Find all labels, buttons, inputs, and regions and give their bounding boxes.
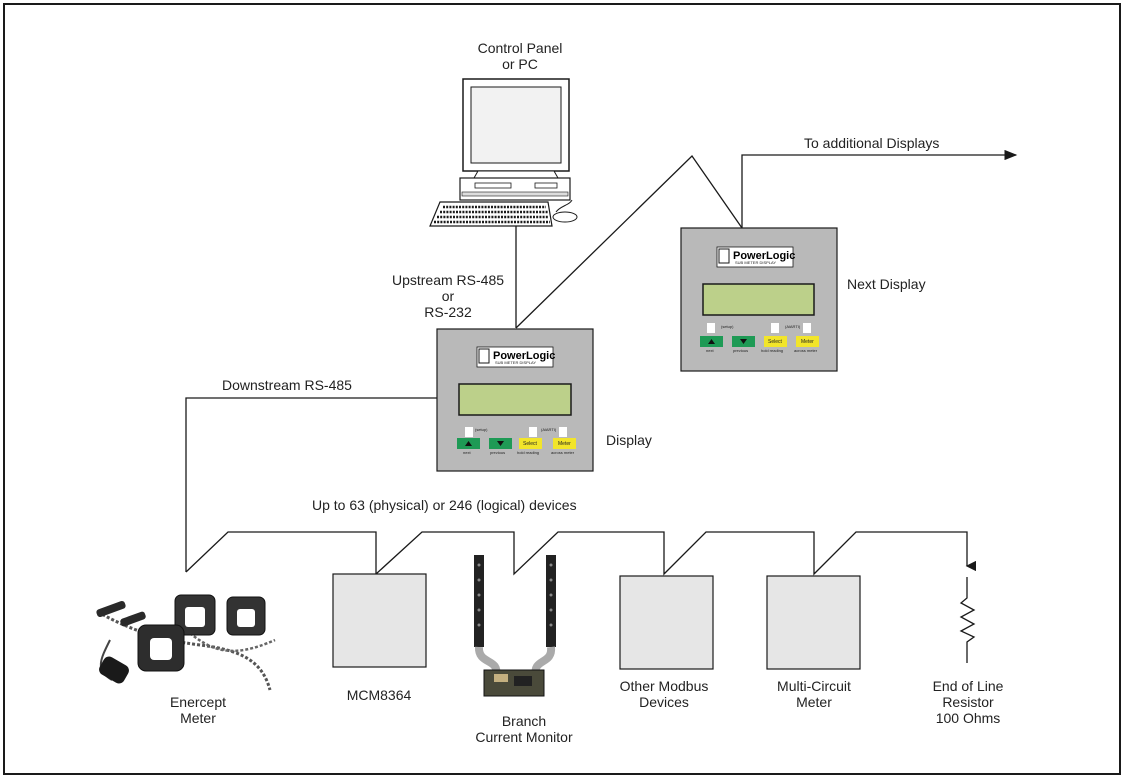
previous-caption: previous [490,450,505,455]
downstream-label: Downstream RS-485 [222,377,352,393]
eol-line2: Resistor [942,694,994,710]
device-bus-wire [185,531,977,576]
next-hold-caption: hold reading [761,348,783,353]
next-alarm-label: (AlARTI) [785,324,801,329]
enercept-line2: Meter [180,710,216,726]
next-next-caption: next [706,348,714,353]
eol-line3: 100 Ohms [935,710,1001,726]
next-caption: next [463,450,471,455]
other-line2: Devices [639,694,689,710]
next-select-label: Select [768,339,783,345]
setup-label: (setup) [475,427,488,432]
next-display-select-button[interactable] [764,336,787,347]
select-button[interactable] [519,438,542,449]
other-line1: Other Modbus [619,678,709,694]
display-brand: PowerLogic [493,350,555,362]
next-display-brand: PowerLogic [733,250,795,262]
branch-line2: Current Monitor [475,729,573,745]
next-meter-label: Meter [801,339,814,345]
branch-label: Branch Current Monitor [459,713,589,745]
meter-button-label: Meter [558,441,571,447]
control-panel-line1: Control Panel [477,40,563,56]
resistor-icon [959,577,976,663]
wiring [185,149,1018,576]
multi-line2: Meter [796,694,832,710]
across-caption: across meter [551,450,575,455]
mcm-label: MCM8364 [346,687,412,703]
other-modbus-device [619,575,714,670]
display-screen [458,383,572,416]
other-modbus-label: Other Modbus Devices [599,678,729,710]
additional-displays-wire [741,149,1018,228]
next-setup-label: (setup) [721,324,734,329]
display-label: Display [606,432,652,448]
upstream-line2: or [441,288,455,304]
eol-line1: End of Line [932,678,1004,694]
next-previous-caption: previous [733,348,748,353]
upstream-line3: RS-232 [424,304,472,320]
next-display-unit: PowerLogic SUB METER DISPLAY (setup) (Al… [680,227,838,372]
hold-caption: hold reading [517,450,539,455]
display-to-next-wire [515,154,743,329]
additional-displays-label: To additional Displays [804,135,940,151]
alarm-label: (AlARTI) [541,427,557,432]
device-count-label: Up to 63 (physical) or 246 (logical) dev… [312,497,577,513]
end-of-line-label: End of Line Resistor 100 Ohms [908,678,1028,726]
display-unit: PowerLogic SUB METER DISPLAY (setup) (Al… [436,328,594,472]
branch-line1: Branch [501,713,547,729]
multi-line1: Multi-Circuit [777,678,851,694]
diagram-frame [3,3,1121,775]
enercept-meter-icon [96,594,276,691]
meter-button[interactable] [553,438,576,449]
multi-circuit-meter-device [766,575,861,670]
enercept-line1: Enercept [169,694,227,710]
multi-circuit-label: Multi-Circuit Meter [749,678,879,710]
computer-icon [429,78,578,227]
display-subtitle: SUB METER DISPLAY [495,360,536,365]
branch-current-monitor-icon [474,555,556,697]
enercept-label: Enercept Meter [138,694,258,726]
next-display-screen [702,283,815,316]
next-display-label: Next Display [847,276,926,292]
mcm8364-device [332,573,427,668]
control-panel-label: Control Panel or PC [460,40,580,72]
control-panel-line2: or PC [502,56,538,72]
upstream-label: Upstream RS-485 or RS-232 [378,272,518,320]
next-display-meter-button[interactable] [796,336,819,347]
next-display-subtitle: SUB METER DISPLAY [735,260,776,265]
next-across-caption: across meter [794,348,818,353]
upstream-line1: Upstream RS-485 [391,272,505,288]
downstream-wire [185,397,437,572]
select-button-label: Select [523,441,538,447]
